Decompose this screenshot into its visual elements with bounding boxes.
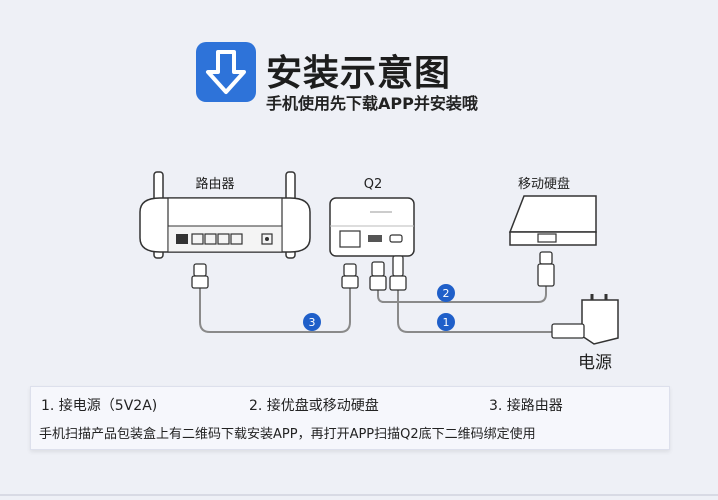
power-label: 电源 bbox=[578, 353, 612, 373]
hard-drive-device bbox=[508, 195, 597, 246]
step-2: 2. 接优盘或移动硬盘 bbox=[249, 398, 379, 414]
divider bbox=[0, 494, 718, 496]
badge-2: 2 bbox=[437, 284, 455, 302]
q2-label: Q2 bbox=[364, 177, 383, 192]
page-subtitle: 手机使用先下载APP并安装哦 bbox=[266, 94, 478, 113]
power-adapter bbox=[551, 294, 619, 345]
q2-device bbox=[329, 197, 415, 257]
connection-diagram: 路由器 Q2 移动硬盘 电源 bbox=[139, 171, 619, 373]
download-arrow-icon bbox=[196, 42, 256, 102]
svg-text:2: 2 bbox=[443, 287, 450, 300]
page-title: 安装示意图 bbox=[266, 53, 452, 94]
step-1: 1. 接电源（5V2A) bbox=[41, 398, 158, 414]
svg-text:3: 3 bbox=[309, 316, 316, 329]
badge-3: 3 bbox=[303, 313, 321, 331]
svg-text:1: 1 bbox=[443, 316, 450, 329]
step-3: 3. 接路由器 bbox=[489, 398, 563, 414]
instruction-note: 手机扫描产品包装盒上有二维码下载安装APP，再打开APP扫描Q2底下二维码绑定使… bbox=[39, 427, 536, 442]
badge-1: 1 bbox=[437, 313, 455, 331]
instructions-panel: 1. 接电源（5V2A) 2. 接优盘或移动硬盘 3. 接路由器 手机扫描产品包… bbox=[30, 386, 670, 450]
cables bbox=[199, 286, 552, 333]
hdd-label: 移动硬盘 bbox=[518, 176, 570, 192]
router-device bbox=[139, 171, 311, 259]
connectors bbox=[191, 251, 555, 291]
router-label: 路由器 bbox=[195, 176, 234, 192]
